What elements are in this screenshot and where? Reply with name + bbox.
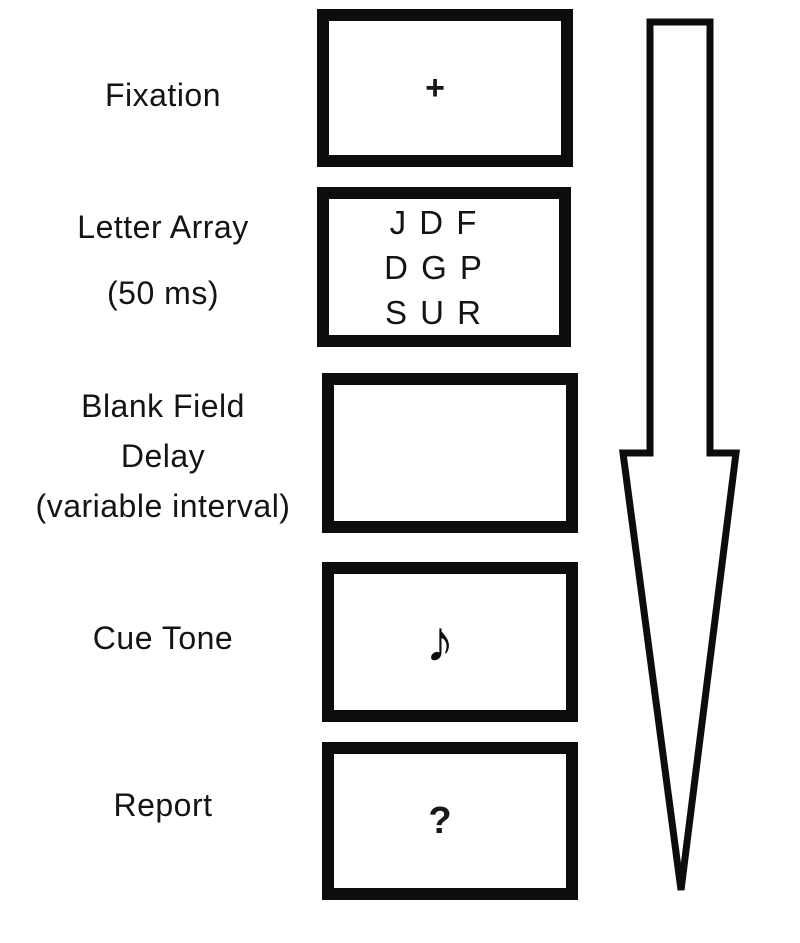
blank-field-box [322,373,578,533]
letter-array-box: J D F D G P S U R [317,187,571,347]
label-line: Letter Array [77,209,249,245]
stage-label-letter-array: Letter Array (50 ms) [0,194,326,326]
label-line: Blank Field [81,388,245,424]
label-line: Report [113,787,213,823]
stage-label-fixation: Fixation [0,71,326,119]
label-line: Fixation [104,77,222,113]
downward-time-arrow-icon [619,18,740,891]
label-line: Delay [120,438,206,474]
fixation-cross: + [425,68,445,107]
fixation-box: + [317,9,573,167]
music-note-icon: ♪ [425,609,455,674]
label-line: Cue Tone [92,620,234,656]
stage-label-blank-field-delay: Blank Field Delay (variable interval) [0,381,326,531]
stage-label-cue-tone: Cue Tone [0,614,326,662]
report-box: ? [322,742,578,900]
letter-grid: J D F D G P S U R [384,200,484,335]
cue-tone-box: ♪ [322,562,578,722]
question-mark: ? [428,799,452,842]
letter-row: D G P [384,248,484,286]
label-line: (50 ms) [107,275,219,311]
letter-row: J D F [389,203,479,241]
label-line: (variable interval) [35,488,291,524]
stage-label-report: Report [0,781,326,829]
letter-row: S U R [384,293,483,331]
